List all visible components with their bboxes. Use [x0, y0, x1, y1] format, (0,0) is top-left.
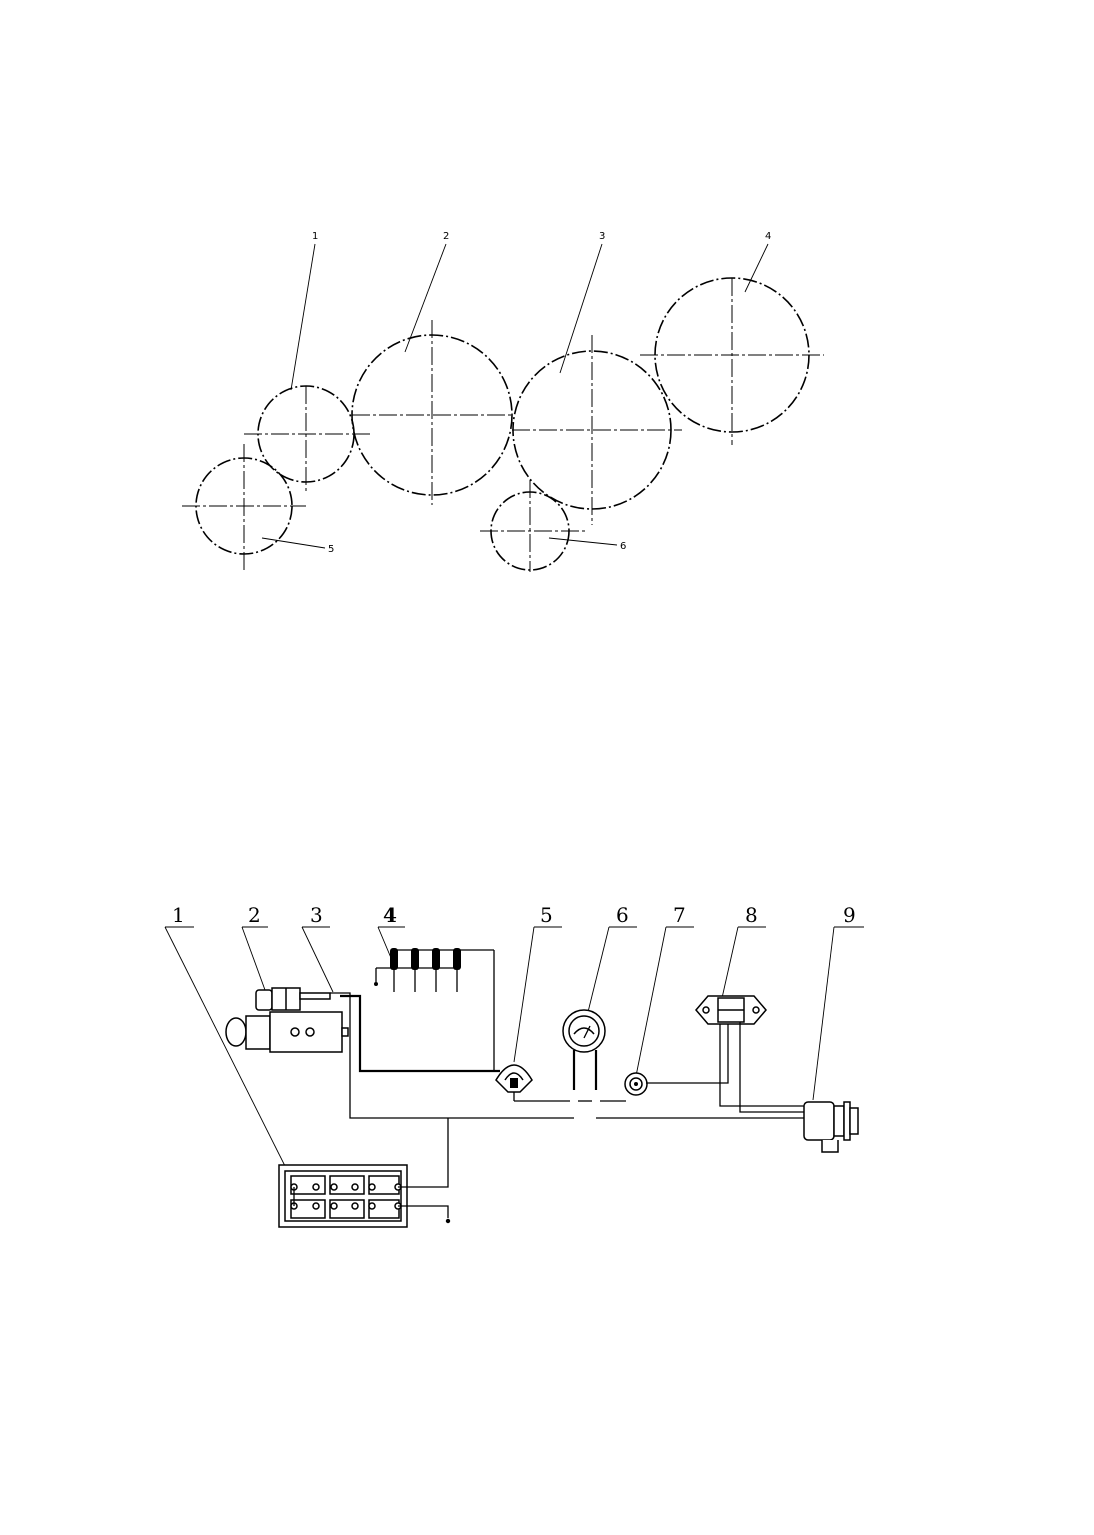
wiring-leader-2: [241, 926, 266, 991]
glow-plug-2: [411, 948, 419, 992]
wiring-callout-8: 8: [745, 903, 758, 927]
voltage-regulator: [695, 995, 767, 1025]
wiring-leader-1: [164, 926, 288, 1171]
glow-plug-3: [432, 948, 440, 992]
leader-2: [404, 243, 447, 353]
gear-train-diagram: 1 2 3 4 5 6: [182, 231, 824, 573]
glow-plugs: [374, 948, 494, 992]
wiring-callout-6: 6: [616, 903, 629, 927]
gear-callout-2: 2: [443, 231, 449, 242]
gear-1: [244, 385, 372, 494]
leader-6: [548, 537, 618, 546]
starter-motor: [225, 987, 349, 1053]
gear-3: [512, 335, 682, 525]
wiring-callout-5: 5: [540, 903, 553, 927]
wiring-callout-3: 3: [310, 903, 323, 927]
gear-4: [640, 277, 824, 445]
wiring-leader-9: [812, 926, 835, 1101]
wiring-harness: [330, 950, 804, 1224]
wiring-callout-1: 1: [172, 903, 185, 927]
leader-3: [559, 243, 603, 374]
wiring-diagram: 1 2 3 4 5 6 7 8 9: [164, 903, 864, 1228]
wiring-leader-3: [301, 926, 334, 993]
glow-indicator: [495, 1064, 533, 1101]
wiring-leader-6: [587, 926, 610, 1013]
wiring-leader-8: [721, 926, 739, 999]
wiring-callout-9: 9: [843, 903, 856, 927]
battery-cells: [290, 1175, 402, 1219]
alternator: [803, 1101, 859, 1153]
battery-box: [278, 1164, 408, 1228]
wiring-callout-4: 4: [383, 903, 397, 927]
wiring-callout-7: 7: [673, 903, 686, 927]
glow-plug-4: [453, 948, 461, 992]
leader-5: [261, 537, 326, 549]
wiring-callout-2: 2: [248, 903, 261, 927]
ammeter-gauge: [562, 1009, 606, 1090]
wiring-leader-5: [513, 926, 535, 1063]
gear-2: [351, 320, 513, 505]
leader-1: [290, 243, 316, 391]
gear-6: [480, 480, 585, 572]
key-switch: [624, 1072, 648, 1096]
gear-callout-4: 4: [765, 231, 771, 242]
gear-callout-3: 3: [599, 231, 605, 242]
leader-4: [744, 243, 769, 293]
gear-callout-5: 5: [328, 544, 334, 555]
gear-callout-1: 1: [312, 231, 318, 242]
wiring-leader-7: [635, 926, 667, 1077]
gear-callout-6: 6: [620, 541, 626, 552]
glow-plug-1: [390, 948, 398, 992]
gear-5: [182, 444, 306, 573]
